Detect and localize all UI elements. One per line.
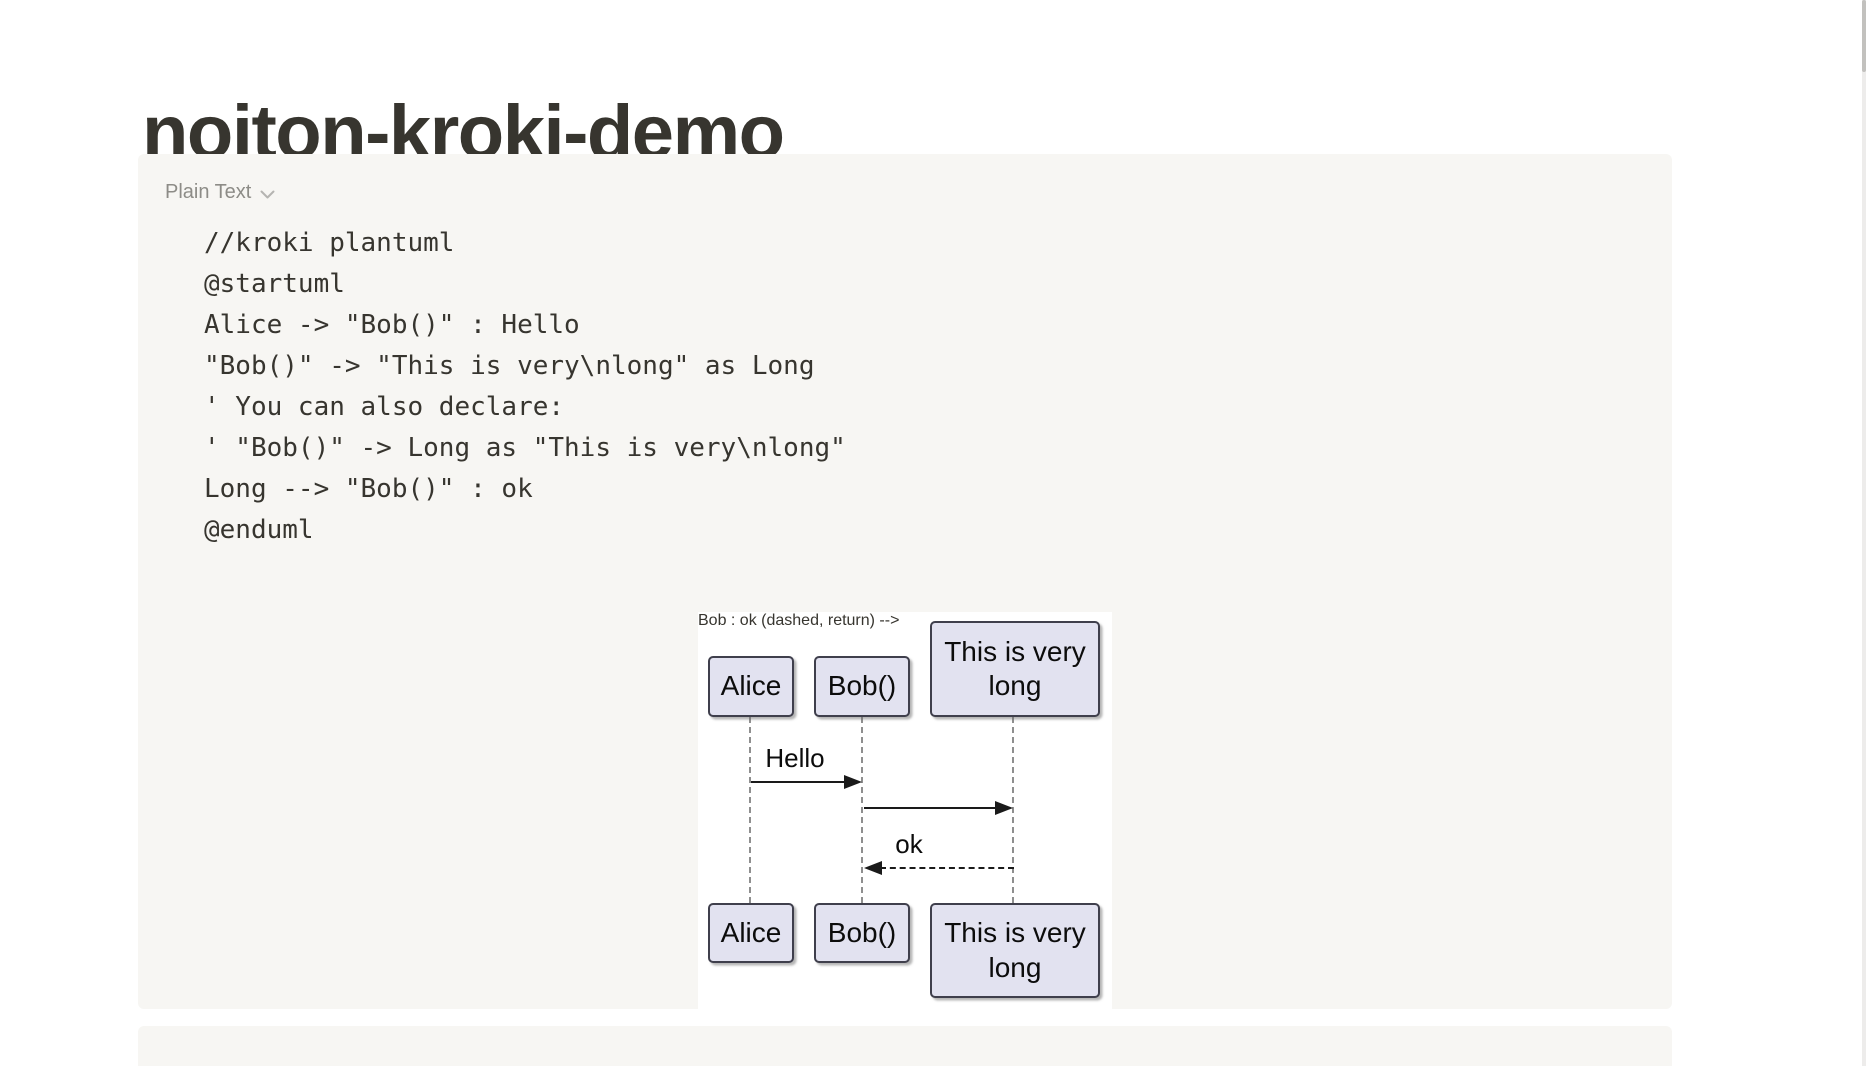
message-label-ok: ok (895, 829, 923, 859)
lifeline-long (1012, 717, 1014, 903)
arrowhead-right-icon (844, 775, 862, 789)
actor-box-long-bottom: This is very long (930, 903, 1100, 998)
message-line-ok (880, 867, 1014, 869)
code-line: Long --> "Bob()" : ok (204, 474, 533, 504)
code-editor[interactable]: //kroki plantuml @startuml Alice -> "Bob… (204, 223, 846, 551)
next-code-block[interactable] (138, 1026, 1672, 1066)
code-line: ' You can also declare: (204, 392, 565, 422)
actor-box-long-top: This is very long (930, 621, 1100, 717)
code-line: Alice -> "Bob()" : Hello (204, 310, 580, 340)
code-line: @enduml (204, 515, 314, 545)
chevron-down-icon (260, 182, 275, 205)
actor-box-alice-top: Alice (708, 656, 794, 717)
plantuml-sequence-diagram[interactable]: Alice Bob() This is very long Hello Bob … (698, 612, 1112, 1020)
scrollbar-thumb[interactable] (1862, 0, 1866, 72)
lifeline-bob (861, 717, 863, 903)
lifeline-alice (749, 717, 751, 903)
actor-box-alice-bottom: Alice (708, 903, 794, 963)
scrollbar-track[interactable] (1862, 0, 1866, 1066)
arrowhead-right-icon (995, 801, 1013, 815)
language-label: Plain Text (165, 180, 252, 203)
code-line: ' "Bob()" -> Long as "This is very\nlong… (204, 433, 846, 463)
code-line: "Bob()" -> "This is very\nlong" as Long (204, 351, 815, 381)
code-line: @startuml (204, 269, 345, 299)
message-line-hello (751, 781, 846, 783)
message-line-bob-to-long (864, 807, 996, 809)
actor-box-bob-top: Bob() (814, 656, 910, 717)
actor-box-bob-bottom: Bob() (814, 903, 910, 963)
language-selector[interactable]: Plain Text (165, 179, 275, 205)
arrowhead-left-icon (864, 861, 882, 875)
message-label-hello: Hello (765, 743, 825, 773)
code-line: //kroki plantuml (204, 228, 455, 258)
